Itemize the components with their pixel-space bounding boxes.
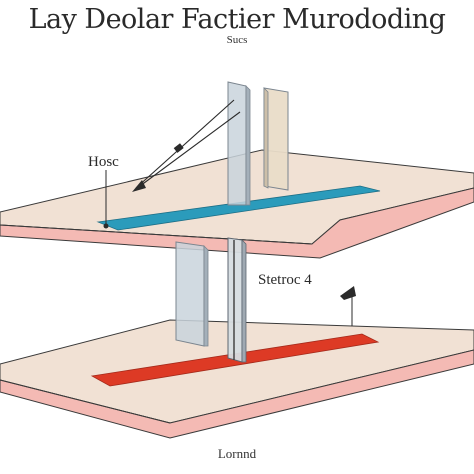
bottom-glass-left-side <box>203 245 209 347</box>
diagram-caption: Lornnd <box>217 446 257 461</box>
top-glass-right-side <box>263 87 269 189</box>
top-glass-left <box>227 81 247 206</box>
top-glass-plates <box>227 81 289 206</box>
top-board-front-edge <box>0 187 474 259</box>
top-glass-left-side <box>245 85 251 206</box>
bottom-pointer-label: Stetroc 4 <box>258 272 312 288</box>
bottom-glass-right <box>227 237 243 363</box>
bottom-glass-plates <box>175 237 247 363</box>
top-blue-strip <box>96 185 381 231</box>
bottom-pointer <box>340 286 356 326</box>
diagram-subtitle: Sucs <box>226 34 248 46</box>
diagram-title: Lay Deolar Factier Murododing <box>28 4 446 35</box>
bottom-glass-left <box>175 241 205 347</box>
bottom-glass-right-side <box>241 239 247 363</box>
top-pointer <box>103 99 241 229</box>
top-pointer-label: Hosc <box>88 154 119 170</box>
